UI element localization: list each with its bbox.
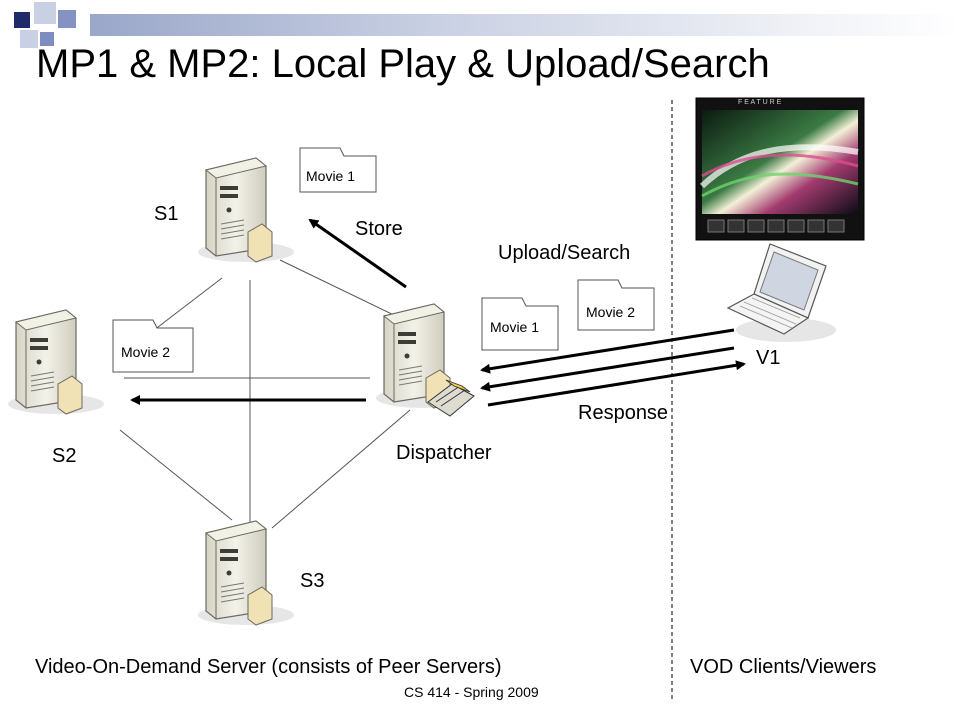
link-s3-dispatcher [271,409,411,529]
server-section-caption: Video-On-Demand Server (consists of Peer… [35,656,502,678]
response-label: Response [578,402,669,424]
upload-search-label: Upload/Search [498,242,631,264]
link-s2-s3 [119,429,233,521]
folder-s1-movie1-icon [299,147,377,193]
peer-connections [119,259,411,529]
dispatcher-label: Dispatcher [396,442,492,464]
slide-footer: CS 414 - Spring 2009 [404,684,539,700]
slide-title: MP1 & MP2: Local Play & Upload/Search [36,42,770,86]
client-v1-label: V1 [756,347,781,369]
server-s2-icon [7,309,105,415]
server-s1-icon [197,157,295,263]
folder-upload-movie1-icon [481,297,559,351]
laptop-client-icon [726,243,836,342]
deco-square-dark [14,12,30,28]
server-s2-label: S2 [52,445,77,467]
title-gradient-bar [90,14,960,36]
video-player-thumbnail [695,97,865,241]
client-section-caption: VOD Clients/Viewers [690,656,877,678]
deco-square-mid-2 [40,32,54,46]
folder-upload-movie2-label: Movie 2 [586,304,636,320]
server-s3-icon [197,520,295,626]
folder-s2-label: Movie 2 [121,344,171,360]
player-controls [707,219,845,233]
deco-square-light [34,2,56,24]
server-s1-label: S1 [154,203,179,225]
folder-upload-movie2-icon [577,279,655,331]
folder-s1-label: Movie 1 [306,168,356,184]
deco-square-light-2 [20,30,38,48]
response-arrow [487,360,746,407]
store-arrow-label: Store [355,218,403,240]
upload-arrow-1 [480,328,735,374]
upload-arrow-2 [480,346,735,392]
folder-s2-movie2-icon [112,319,194,373]
link-s1-dispatcher [279,259,401,319]
store-arrow [308,218,407,289]
folder-upload-movie1-label: Movie 1 [490,319,540,335]
player-header-text: F E A T U R E [738,99,782,106]
dispatcher-tray-icon [427,379,475,417]
server-s3-label: S3 [300,570,325,592]
deco-square-mid [58,10,76,28]
